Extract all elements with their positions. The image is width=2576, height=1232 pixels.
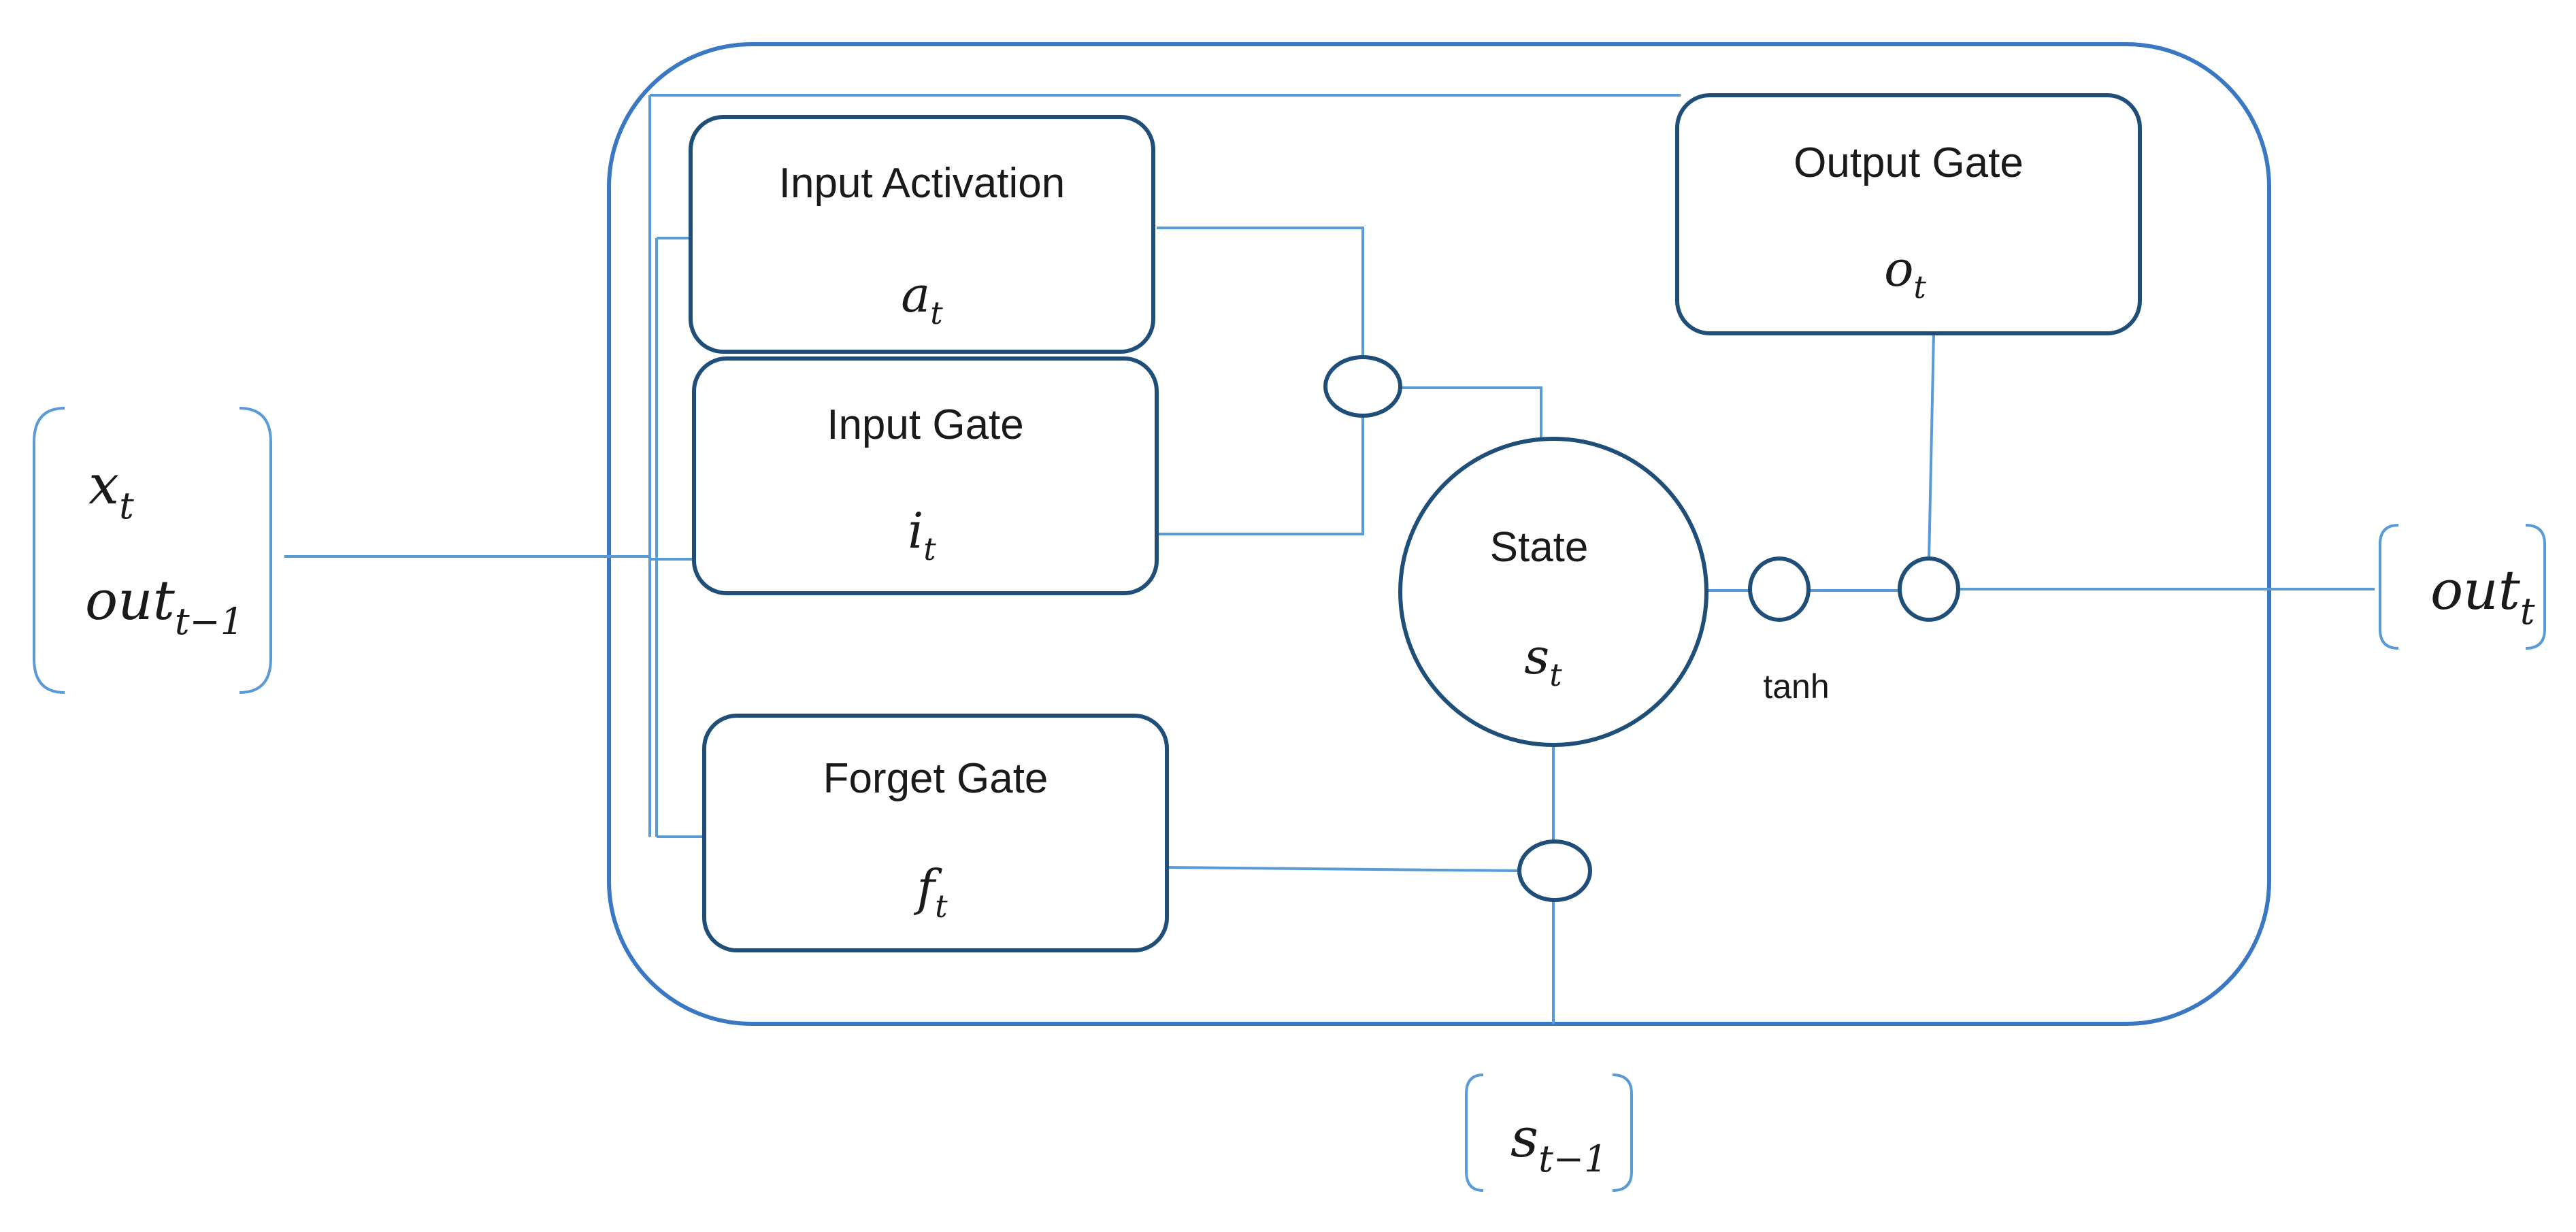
state-symbol: s [1524,628,1549,685]
input-activation-title: Input Activation [779,160,1066,207]
input-activation-sub: t [930,295,943,331]
input-gate-title: Input Gate [827,401,1024,448]
state-node: State st [1398,437,1708,747]
tanh-label: tanh [1763,667,1829,705]
prev-state-vector: st−1 [1465,1073,1633,1192]
wire-outgate-to-mult [1928,333,1935,561]
lstm-cell-boundary [607,42,2271,1026]
svg-text:outt−1: outt−1 [85,569,244,643]
wire-activation-to-mult [1157,227,1364,364]
output-multiply-node [1898,556,1960,622]
input-activation-box: Input Activation at [689,115,1155,354]
svg-text:st−1: st−1 [1510,1106,1607,1180]
wire-forget-to-mult [1166,866,1518,872]
forget-gate-sub: t [935,888,948,925]
output-symbol: out [2430,559,2521,622]
output-vector: outt [2379,524,2546,650]
output-gate-title: Output Gate [1794,139,2024,186]
input-gate-sub: t [923,531,936,567]
svg-text:it: it [908,502,936,567]
input-out-prev-sub: t−1 [175,600,244,643]
forget-gate-title: Forget Gate [823,755,1048,802]
output-sub: t [2520,590,2535,633]
input-activation-symbol: a [901,266,930,323]
state-sub: t [1549,656,1562,693]
input-vector: xt outt−1 [33,407,272,694]
svg-text:outt: outt [2430,559,2535,633]
input-x-sub: t [119,484,134,527]
input-x-symbol: x [88,453,119,516]
input-multiply-node [1323,355,1402,418]
svg-text:st: st [1524,628,1562,693]
svg-text:xt: xt [88,453,134,527]
input-gate-box: Input Gate it [692,356,1159,595]
input-out-prev-symbol: out [85,569,176,632]
forget-gate-box: Forget Gate ft [702,714,1169,952]
output-gate-symbol: o [1884,240,1913,297]
svg-text:ot: ot [1884,240,1926,305]
input-gate-symbol: i [908,502,923,559]
output-gate-sub: t [1913,269,1926,305]
prev-state-symbol: s [1510,1106,1538,1169]
wire-inputgate-to-mult [1157,408,1364,535]
state-title: State [1490,524,1589,571]
prev-state-sub: t−1 [1538,1137,1607,1180]
forget-multiply-node [1517,839,1592,902]
svg-text:at: at [901,266,943,331]
tanh-node [1748,556,1811,622]
wire-mult-to-state [1400,386,1542,449]
output-gate-box: Output Gate ot [1675,93,2142,335]
